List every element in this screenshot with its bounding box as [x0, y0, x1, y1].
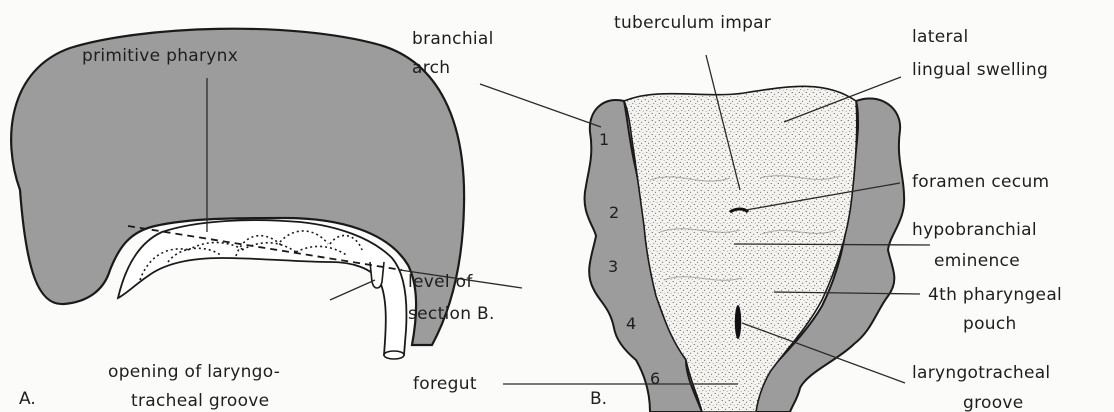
leader-opening-laryngotracheal: [330, 280, 375, 300]
laryngotracheal-groove-slit: [735, 305, 741, 339]
label-laryngotracheal-line1: laryngotracheal: [912, 363, 1050, 383]
panel-label-a: A.: [19, 389, 36, 409]
label-opening-line2: tracheal groove: [131, 391, 269, 411]
pharynx-cavity: [118, 220, 406, 355]
label-foregut: foregut: [413, 374, 477, 394]
label-hypobranchial-line1: hypobranchial: [912, 220, 1037, 240]
foregut-tube-end: [384, 351, 404, 359]
label-branchial-line1: branchial: [412, 29, 494, 49]
panel-label-b: B.: [590, 389, 607, 409]
label-level-of-line1: level of: [408, 272, 473, 292]
label-pouch-line2: pouch: [963, 314, 1017, 334]
arch-number-1: 1: [599, 130, 609, 149]
label-laryngotracheal-line2: groove: [963, 393, 1024, 412]
label-pouch-line1: 4th pharyngeal: [928, 285, 1062, 305]
label-tuberculum-impar: tuberculum impar: [614, 13, 771, 33]
panel-a: primitive pharynx level of section B. op…: [11, 29, 522, 411]
leader-branchial-arch: [480, 84, 601, 127]
label-lateral-line2: lingual swelling: [912, 60, 1048, 80]
label-level-of-line2: section B.: [408, 304, 495, 324]
label-foramen-cecum: foramen cecum: [912, 172, 1049, 192]
arch-number-2: 2: [609, 203, 619, 222]
arch-number-3: 3: [608, 257, 618, 276]
arch-number-4: 4: [626, 314, 636, 333]
panel-b: 1 2 3 4 6 branchial arch tuberculum impa…: [412, 13, 1062, 412]
label-primitive-pharynx: primitive pharynx: [82, 46, 238, 66]
label-hypobranchial-line2: eminence: [934, 251, 1020, 271]
label-opening-line1: opening of laryngo-: [108, 362, 280, 382]
label-lateral-line1: lateral: [912, 27, 969, 47]
arch-number-6: 6: [650, 369, 660, 388]
label-branchial-line2: arch: [412, 58, 450, 78]
